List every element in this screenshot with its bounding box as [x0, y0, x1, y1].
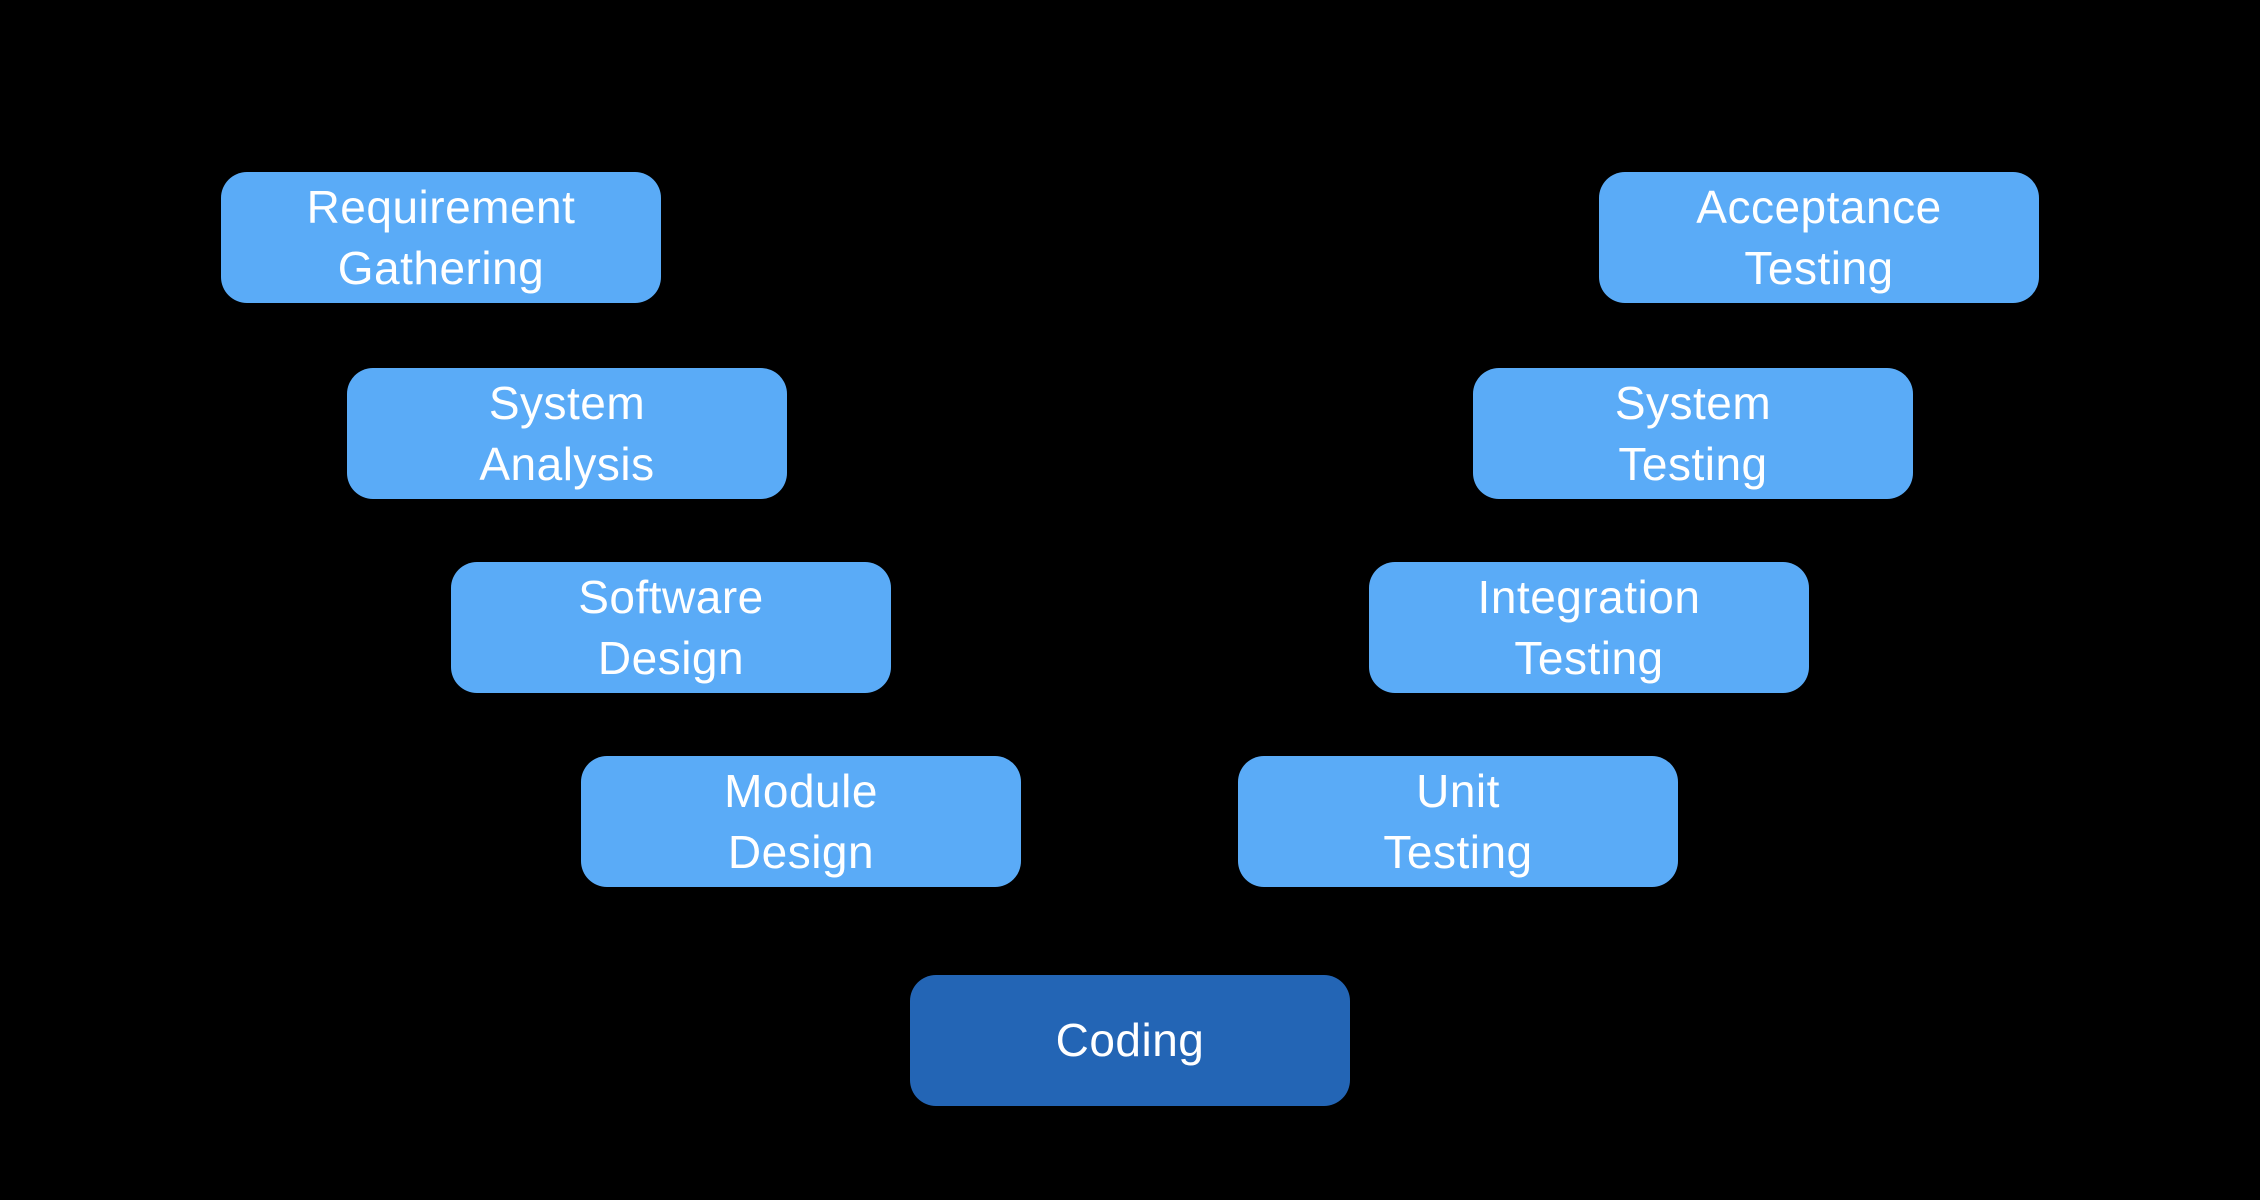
phase-label-line: Analysis: [479, 437, 655, 490]
phase-label-line: Integration: [1477, 570, 1701, 623]
phase-label-line: System: [488, 376, 646, 429]
phase-box-software-design: Software Design: [451, 562, 891, 693]
phase-box-acceptance-testing: Acceptance Testing: [1599, 172, 2039, 303]
phase-label-line: Unit: [1416, 764, 1500, 817]
phase-box-requirement-gathering: Requirement Gathering: [221, 172, 661, 303]
phase-label-line: Coding: [1055, 1014, 1205, 1066]
phase-label-line: Acceptance: [1696, 180, 1942, 233]
phase-label-line: Design: [597, 631, 745, 684]
phase-box-system-testing: System Testing: [1473, 368, 1913, 499]
phase-label-line: Design: [727, 825, 875, 878]
phase-label-line: Testing: [1744, 241, 1894, 294]
phase-box-coding: Coding: [910, 975, 1350, 1106]
phase-box-unit-testing: Unit Testing: [1238, 756, 1678, 887]
phase-label-line: Testing: [1514, 631, 1664, 684]
phase-label-line: Testing: [1618, 437, 1768, 490]
phase-label-line: Gathering: [337, 241, 545, 294]
phase-label-line: Software: [578, 570, 764, 623]
phase-label-line: Module: [724, 764, 878, 817]
phase-label-line: Testing: [1383, 825, 1533, 878]
phase-box-integration-testing: Integration Testing: [1369, 562, 1809, 693]
phase-label-line: System: [1614, 376, 1772, 429]
phase-label-line: Requirement: [306, 180, 576, 233]
phase-box-module-design: Module Design: [581, 756, 1021, 887]
phase-box-system-analysis: System Analysis: [347, 368, 787, 499]
